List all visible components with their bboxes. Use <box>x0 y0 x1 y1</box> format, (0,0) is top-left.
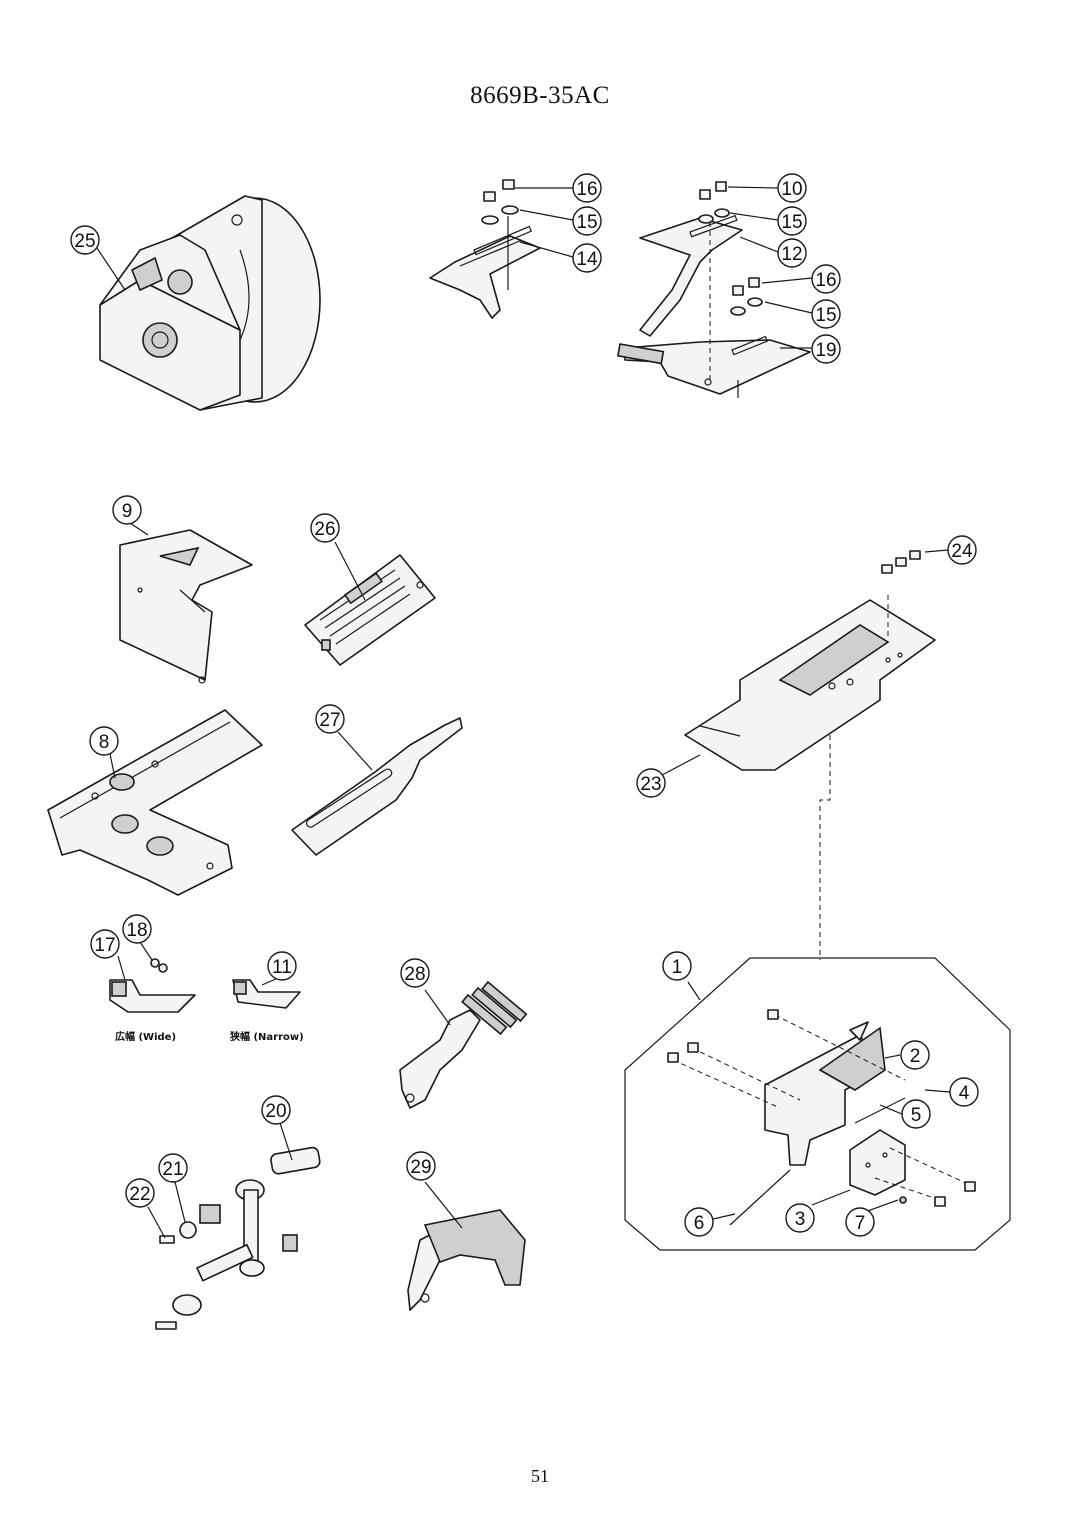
part-25-drawing <box>99 195 321 411</box>
callout-18: 18 <box>126 920 147 941</box>
part-29-drawing <box>407 1209 526 1311</box>
callout-14: 14 <box>576 249 598 270</box>
part-27-drawing <box>291 717 463 856</box>
part-26-drawing <box>304 554 436 666</box>
callout-28: 28 <box>404 964 425 985</box>
callout-17: 17 <box>94 935 115 956</box>
part-8-drawing <box>47 709 263 896</box>
callout-numbers: 25 16 15 14 10 15 12 16 15 19 9 26 8 27 … <box>74 179 973 1234</box>
callout-16: 16 <box>576 179 597 200</box>
part-23-drawing <box>684 550 936 960</box>
part-9-drawing <box>119 529 253 684</box>
page-number: 51 <box>531 1466 549 1486</box>
callout-26: 26 <box>314 519 335 540</box>
callout-4: 4 <box>959 1083 970 1104</box>
callout-7: 7 <box>855 1213 866 1234</box>
callout-22: 22 <box>129 1184 150 1205</box>
variant-label-wide: 広幅 (Wide) <box>115 1030 176 1043</box>
part-12-19-drawing <box>616 181 811 398</box>
callout-11: 11 <box>272 957 292 978</box>
callout-20: 20 <box>265 1101 286 1122</box>
callout-8: 8 <box>99 732 110 753</box>
callout-12: 12 <box>781 244 802 265</box>
callout-9: 9 <box>122 501 133 522</box>
callout-5: 5 <box>911 1105 922 1126</box>
part-14-drawing <box>429 179 541 319</box>
part-28-drawing <box>399 980 528 1109</box>
callout-6: 6 <box>694 1213 705 1234</box>
callout-15: 15 <box>576 212 597 233</box>
callout-29: 29 <box>410 1157 431 1178</box>
callout-3: 3 <box>795 1209 806 1230</box>
callout-16: 16 <box>815 270 836 291</box>
part-17-18-drawing <box>109 958 196 1013</box>
callout-2: 2 <box>910 1046 921 1067</box>
variant-label-narrow: 狭幅 (Narrow) <box>229 1030 304 1043</box>
callout-25: 25 <box>74 231 95 252</box>
callout-23: 23 <box>640 774 661 795</box>
callout-10: 10 <box>781 179 802 200</box>
callout-19: 19 <box>815 340 836 361</box>
callout-27: 27 <box>319 710 340 731</box>
callout-circles <box>70 173 979 1237</box>
leader-lines <box>94 186 951 1239</box>
part-20-21-22-drawing <box>155 1146 321 1330</box>
part-11-drawing <box>232 979 301 1009</box>
callout-24: 24 <box>951 541 973 562</box>
callout-15: 15 <box>815 305 836 326</box>
callout-15: 15 <box>781 212 802 233</box>
part-1-assembly-drawing <box>624 957 1011 1251</box>
callout-21: 21 <box>162 1159 183 1180</box>
callout-1: 1 <box>672 957 683 978</box>
page-title: 8669B-35AC <box>470 82 610 109</box>
